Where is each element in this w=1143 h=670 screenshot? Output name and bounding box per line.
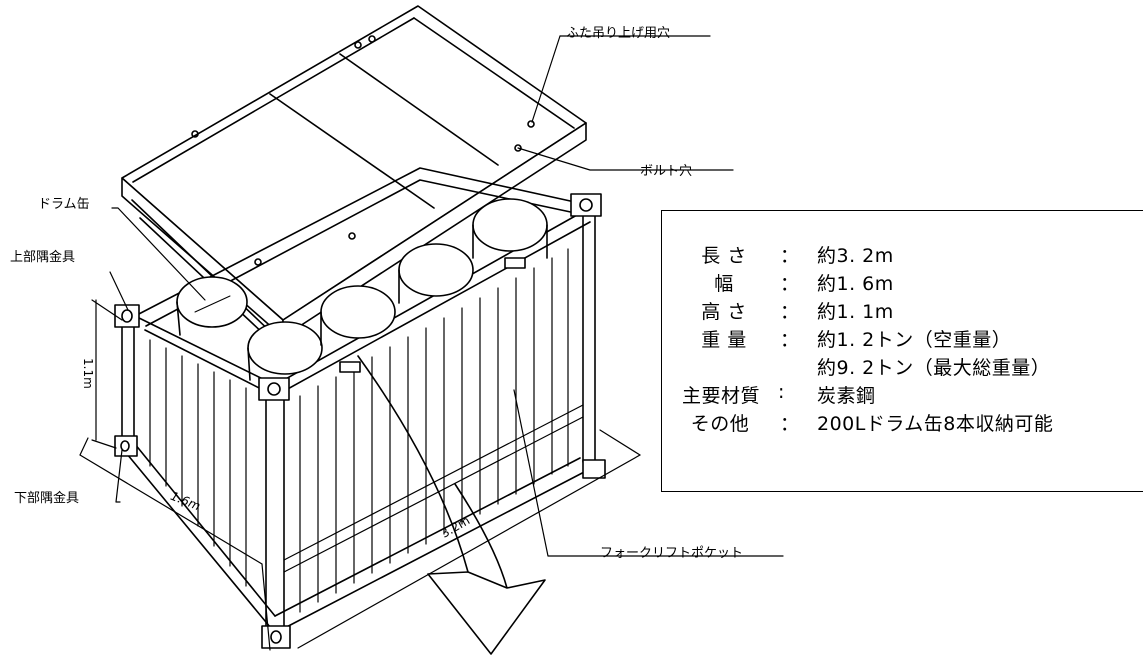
spec-key: 高 さ: [701, 301, 747, 323]
spec-value: 約9. 2トン（最大総重量）: [817, 357, 1051, 379]
spec-key: 重 量: [701, 329, 747, 351]
bolt-hole: [514, 144, 522, 152]
lower-corner-fitting: [114, 435, 138, 457]
spec-value: 約3. 2m: [817, 245, 894, 267]
spec-key: その他: [690, 413, 750, 435]
forklift-pocket-label: フォークリフトポケット: [600, 546, 744, 561]
spec-value: 約1. 6m: [817, 273, 894, 295]
leader-lines: [109, 35, 784, 557]
spec-value: 約1. 2トン（空重量）: [817, 329, 1012, 351]
spec-colon: ：: [780, 273, 800, 295]
spec-box: 長 さ ： 約3. 2m 幅 ： 約1. 6m 高 さ ： 約1. 1m 重 量…: [661, 210, 1143, 492]
lid-lift-hole-label: ふた吊り上げ用穴: [566, 26, 671, 41]
spec-colon: ：: [780, 329, 800, 351]
down-arrow-icon: [357, 355, 546, 655]
dimension-lines: [79, 299, 641, 651]
lid: [121, 5, 587, 353]
spec-key: 幅: [714, 273, 734, 295]
bolt-hole-label: ボルト穴: [640, 164, 693, 179]
lower-corner-fitting-label: 下部隅金具: [14, 491, 80, 506]
spec-value: 炭素鋼: [817, 385, 876, 407]
height-dimension-label: 1.1m: [81, 358, 95, 389]
spec-colon: ：: [780, 413, 800, 435]
drums: [176, 198, 548, 381]
upper-corner-fitting-label: 上部隅金具: [10, 250, 76, 265]
container-body: [114, 167, 606, 649]
spec-colon: ：: [780, 245, 800, 267]
lid-lift-hole: [527, 120, 535, 128]
spec-key: 長 さ: [701, 245, 747, 267]
spec-value: 約1. 1m: [817, 301, 894, 323]
spec-key: 主要材質: [681, 385, 760, 407]
spec-colon: ：: [780, 301, 800, 323]
drum-label: ドラム缶: [38, 197, 90, 212]
spec-colon: :: [778, 381, 785, 403]
spec-value: 200Lドラム缶8本収納可能: [817, 413, 1054, 435]
